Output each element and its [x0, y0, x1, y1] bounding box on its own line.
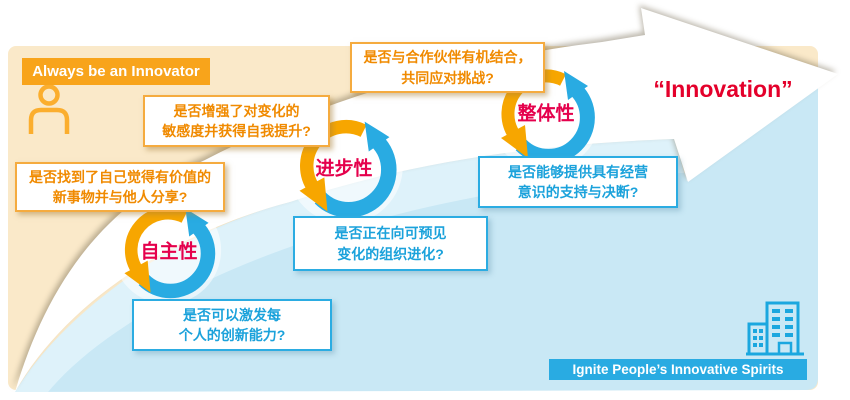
building-icon: [746, 301, 804, 356]
step-label-autonomy: 自主性: [140, 241, 198, 263]
question-box-blue-1: 是否可以激发每 个人的创新能力?: [132, 299, 332, 351]
step-label-wholeness: 整体性: [517, 103, 575, 125]
growth-arrow: [15, 8, 838, 392]
person-icon: [28, 84, 70, 134]
step-label-progressiveness: 进步性: [315, 158, 373, 180]
question-box-blue-2: 是否正在向可预见 变化的组织进化?: [293, 216, 488, 271]
innovation-slogan: “Innovation”: [653, 76, 793, 102]
question-box-orange-1: 是否找到了自己觉得有价值的 新事物并与他人分享?: [15, 162, 225, 212]
footer-tag: Ignite People’s Innovative Spirits: [549, 359, 807, 380]
question-box-blue-3: 是否能够提供具有经营 意识的支持与决断?: [478, 156, 678, 208]
cycle-arrows-icon: [112, 195, 222, 305]
question-box-orange-2: 是否增强了对变化的 敏感度并获得自我提升?: [143, 95, 330, 147]
question-box-orange-3: 是否与合作伙伴有机结合， 共同应对挑战?: [350, 42, 545, 93]
header-tag: Always be an Innovator: [22, 58, 210, 85]
